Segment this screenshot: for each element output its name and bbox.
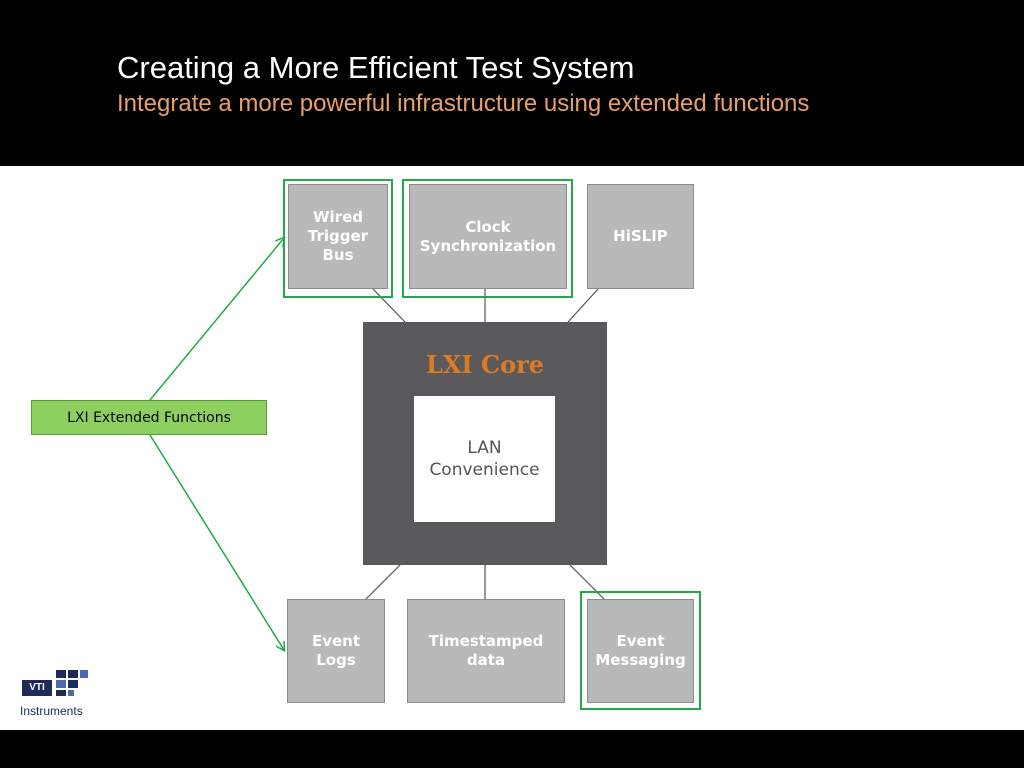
- box-label: HiSLIP: [613, 227, 668, 245]
- logo-wordmark: Instruments: [20, 704, 83, 718]
- arrow-to-wired-trigger: [149, 238, 284, 401]
- box-label: Event Messaging: [595, 632, 686, 669]
- highlight-clock-sync: [402, 179, 573, 298]
- footer-band: [0, 730, 1024, 768]
- lan-convenience-label: LAN Convenience: [429, 438, 540, 480]
- box-label: Clock Synchronization: [419, 217, 557, 255]
- box-event-messaging: Event Messaging: [587, 599, 694, 703]
- logo-mark: VTI: [22, 680, 52, 696]
- box-label: Event Logs: [311, 632, 361, 669]
- arrow-to-event-logs: [149, 434, 284, 650]
- connector-wired-trigger: [372, 288, 406, 323]
- connector-event-messaging: [569, 564, 605, 600]
- box-label: Timestamped data: [428, 632, 544, 669]
- lxi-extended-functions-label: LXI Extended Functions: [67, 409, 231, 426]
- box-wired-trigger-bus: Wired Trigger Bus: [288, 184, 388, 289]
- connector-event-logs: [365, 564, 401, 600]
- box-label: Wired Trigger Bus: [307, 208, 369, 264]
- box-hislip: HiSLIP: [587, 184, 694, 289]
- connector-hislip: [567, 288, 599, 323]
- highlight-wired-trigger: [283, 179, 393, 298]
- box-timestamped-data: Timestamped data: [407, 599, 565, 703]
- vti-logo-icon: [56, 670, 88, 696]
- lan-convenience-box: LAN Convenience: [414, 396, 555, 522]
- slide-title: Creating a More Efficient Test System: [117, 50, 635, 85]
- lxi-extended-functions-box: LXI Extended Functions: [31, 400, 267, 435]
- slide-subtitle: Integrate a more powerful infrastructure…: [117, 90, 810, 117]
- lxi-core-label: LXI Core: [425, 350, 545, 379]
- box-clock-synchronization: Clock Synchronization: [409, 184, 567, 289]
- header-band: [0, 0, 1024, 166]
- box-event-logs: Event Logs: [287, 599, 385, 703]
- highlight-event-messaging: [580, 591, 701, 710]
